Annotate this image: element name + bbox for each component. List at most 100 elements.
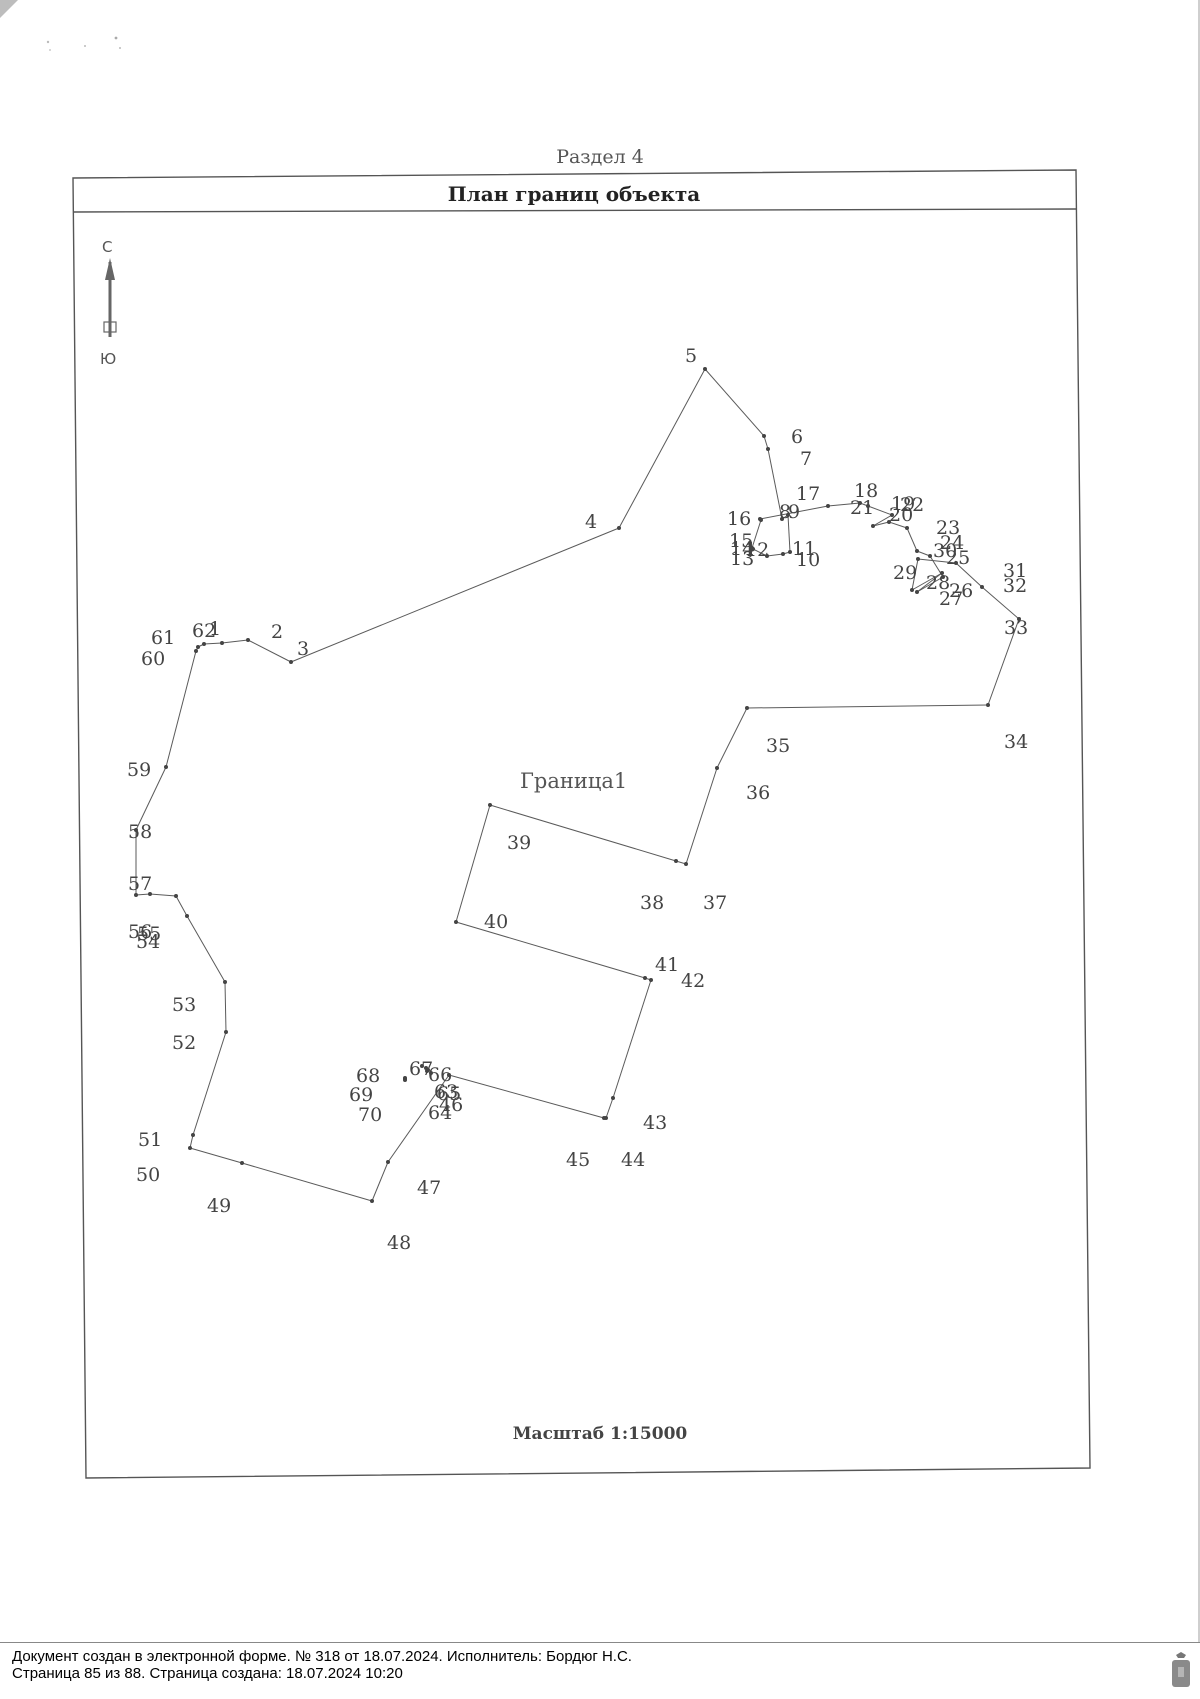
plan-title-divider (72, 208, 1078, 213)
boundary-segment (605, 1097, 614, 1119)
vertex-65 (429, 1071, 433, 1075)
vertex-28 (940, 571, 944, 575)
boundary-segment (751, 519, 762, 549)
vertex-25 (928, 554, 932, 558)
vertex-label-29: 29 (893, 562, 917, 584)
vertex-38 (674, 859, 678, 863)
coat-of-arms-icon (1172, 1652, 1190, 1687)
boundary-segment (766, 553, 784, 557)
document-footer: Документ создан в электронной форме. № 3… (0, 1642, 1200, 1699)
vertex-label-50: 50 (136, 1164, 160, 1186)
vertex-label-55: 55 (137, 923, 161, 945)
vertex-3 (289, 660, 293, 664)
vertex-label-8: 8 (779, 501, 791, 523)
page-frame (1198, 0, 1200, 1642)
boundary-segment (867, 505, 893, 516)
vertex-label-52: 52 (172, 1032, 196, 1054)
boundary-segment (872, 514, 893, 527)
vertex-label-59: 59 (127, 759, 151, 781)
vertex-label-70: 70 (358, 1104, 382, 1126)
vertex-label-56: 56 (128, 921, 152, 943)
boundary-segment (685, 767, 718, 865)
vertex-35 (745, 706, 749, 710)
vertex-label-26: 26 (949, 580, 973, 602)
boundary-segment (221, 639, 249, 644)
boundary-segment (763, 435, 769, 450)
vertex-6 (762, 434, 766, 438)
vertex-label-58: 58 (128, 821, 152, 843)
vertex-48 (370, 1199, 374, 1203)
vertex-label-51: 51 (138, 1129, 162, 1151)
boundary-segment (612, 979, 652, 1099)
vertex-label-5: 5 (685, 345, 697, 367)
vertex-10 (788, 550, 792, 554)
vertex-11 (781, 552, 785, 556)
vertex-label-7: 7 (800, 448, 812, 470)
boundary-segment (888, 521, 908, 529)
boundary-segment (759, 505, 829, 520)
vertex-label-60: 60 (141, 648, 165, 670)
vertex-37 (684, 862, 688, 866)
compass-south-label: Ю (100, 350, 116, 368)
vertex-label-35: 35 (766, 735, 790, 757)
boundary-segment (241, 1162, 373, 1202)
boundary-segment (916, 550, 931, 557)
vertex-50 (188, 1146, 192, 1150)
plan-title: План границ объекта (447, 182, 701, 206)
vertex-62 (202, 642, 206, 646)
boundary-segment (387, 1074, 450, 1163)
boundary-segment (186, 915, 226, 983)
vertex-23 (905, 526, 909, 530)
vertex-43 (611, 1096, 615, 1100)
boundary-segment (746, 704, 989, 709)
vertex-label-17: 17 (796, 483, 820, 505)
vertex-label-27: 27 (939, 588, 963, 610)
vertex-label-46: 46 (439, 1094, 463, 1116)
boundary-segment (165, 650, 197, 768)
vertex-label-47: 47 (417, 1177, 441, 1199)
vertex-4 (617, 526, 621, 530)
boundary-segment (752, 548, 768, 557)
boundary-segment (189, 1134, 194, 1149)
footer-page-info: Страница 85 из 88. Страница создана: 18.… (12, 1665, 403, 1682)
boundary-segment (911, 572, 943, 591)
boundary-segment (618, 368, 706, 529)
boundary-segment (767, 448, 783, 520)
vertex-8 (780, 517, 784, 521)
vertex-21 (871, 524, 875, 528)
vertex-label-40: 40 (484, 911, 508, 933)
vertex-label-41: 41 (655, 954, 679, 976)
vertex-16 (758, 517, 762, 521)
vertex-53 (223, 980, 227, 984)
vertex-58 (134, 828, 138, 832)
boundary-segment (290, 527, 620, 663)
vertex-label-63: 63 (434, 1081, 458, 1103)
vertex-46 (447, 1073, 451, 1077)
boundary-segment (448, 1074, 605, 1119)
boundary-segment (224, 981, 227, 1033)
vertex-label-11: 11 (792, 538, 816, 560)
vertex-57 (134, 893, 138, 897)
vertex-34 (986, 703, 990, 707)
boundary-segment (716, 707, 748, 769)
vertex-label-62: 62 (192, 620, 216, 642)
vertex-59 (164, 765, 168, 769)
vertex-label-45: 45 (566, 1149, 590, 1171)
vertex-47 (386, 1160, 390, 1164)
vertex-label-44: 44 (621, 1149, 645, 1171)
scale-label: Масштаб 1:15000 (512, 1424, 688, 1444)
vertex-label-37: 37 (703, 892, 727, 914)
vertex-label-65: 65 (437, 1083, 461, 1105)
vertex-label-30: 30 (933, 540, 957, 562)
boundary-segment (916, 576, 944, 593)
boundary-segment (371, 1161, 389, 1202)
vertex-label-42: 42 (681, 970, 705, 992)
boundary-segment (192, 1031, 227, 1136)
vertex-22 (887, 520, 891, 524)
vertex-33 (1017, 617, 1021, 621)
vertex-19 (866, 504, 870, 508)
section-title: Раздел 4 (556, 146, 644, 168)
vertex-label-53: 53 (172, 994, 196, 1016)
vertex-label-20: 20 (889, 504, 913, 526)
vertex-label-38: 38 (640, 892, 664, 914)
